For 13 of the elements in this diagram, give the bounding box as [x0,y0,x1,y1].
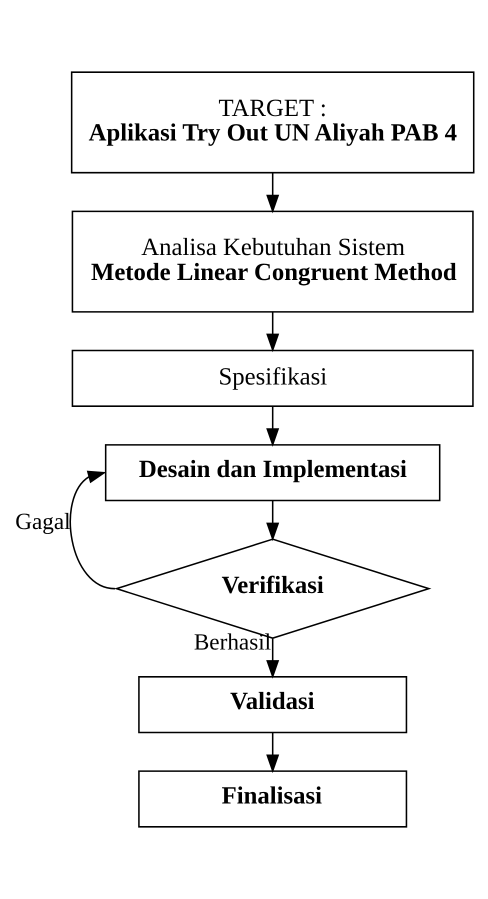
arrow [70,470,116,590]
arrow [266,312,280,352]
node-box: Analisa Kebutuhan Sistem Metode Linear Congruent Method [72,210,474,313]
node-box: Finalisasi [138,770,408,828]
arrow [266,406,280,447]
node-box: Spesifikasi [72,350,474,407]
arrow [266,732,280,774]
arrow [266,501,280,542]
node-box: Desain dan Implementasi [104,444,440,502]
node-box: TARGET : Aplikasi Try Out UN Aliyah PAB 4 [70,71,474,174]
node-box: Validasi [138,676,408,734]
arrow [266,638,280,679]
arrow [266,173,280,214]
